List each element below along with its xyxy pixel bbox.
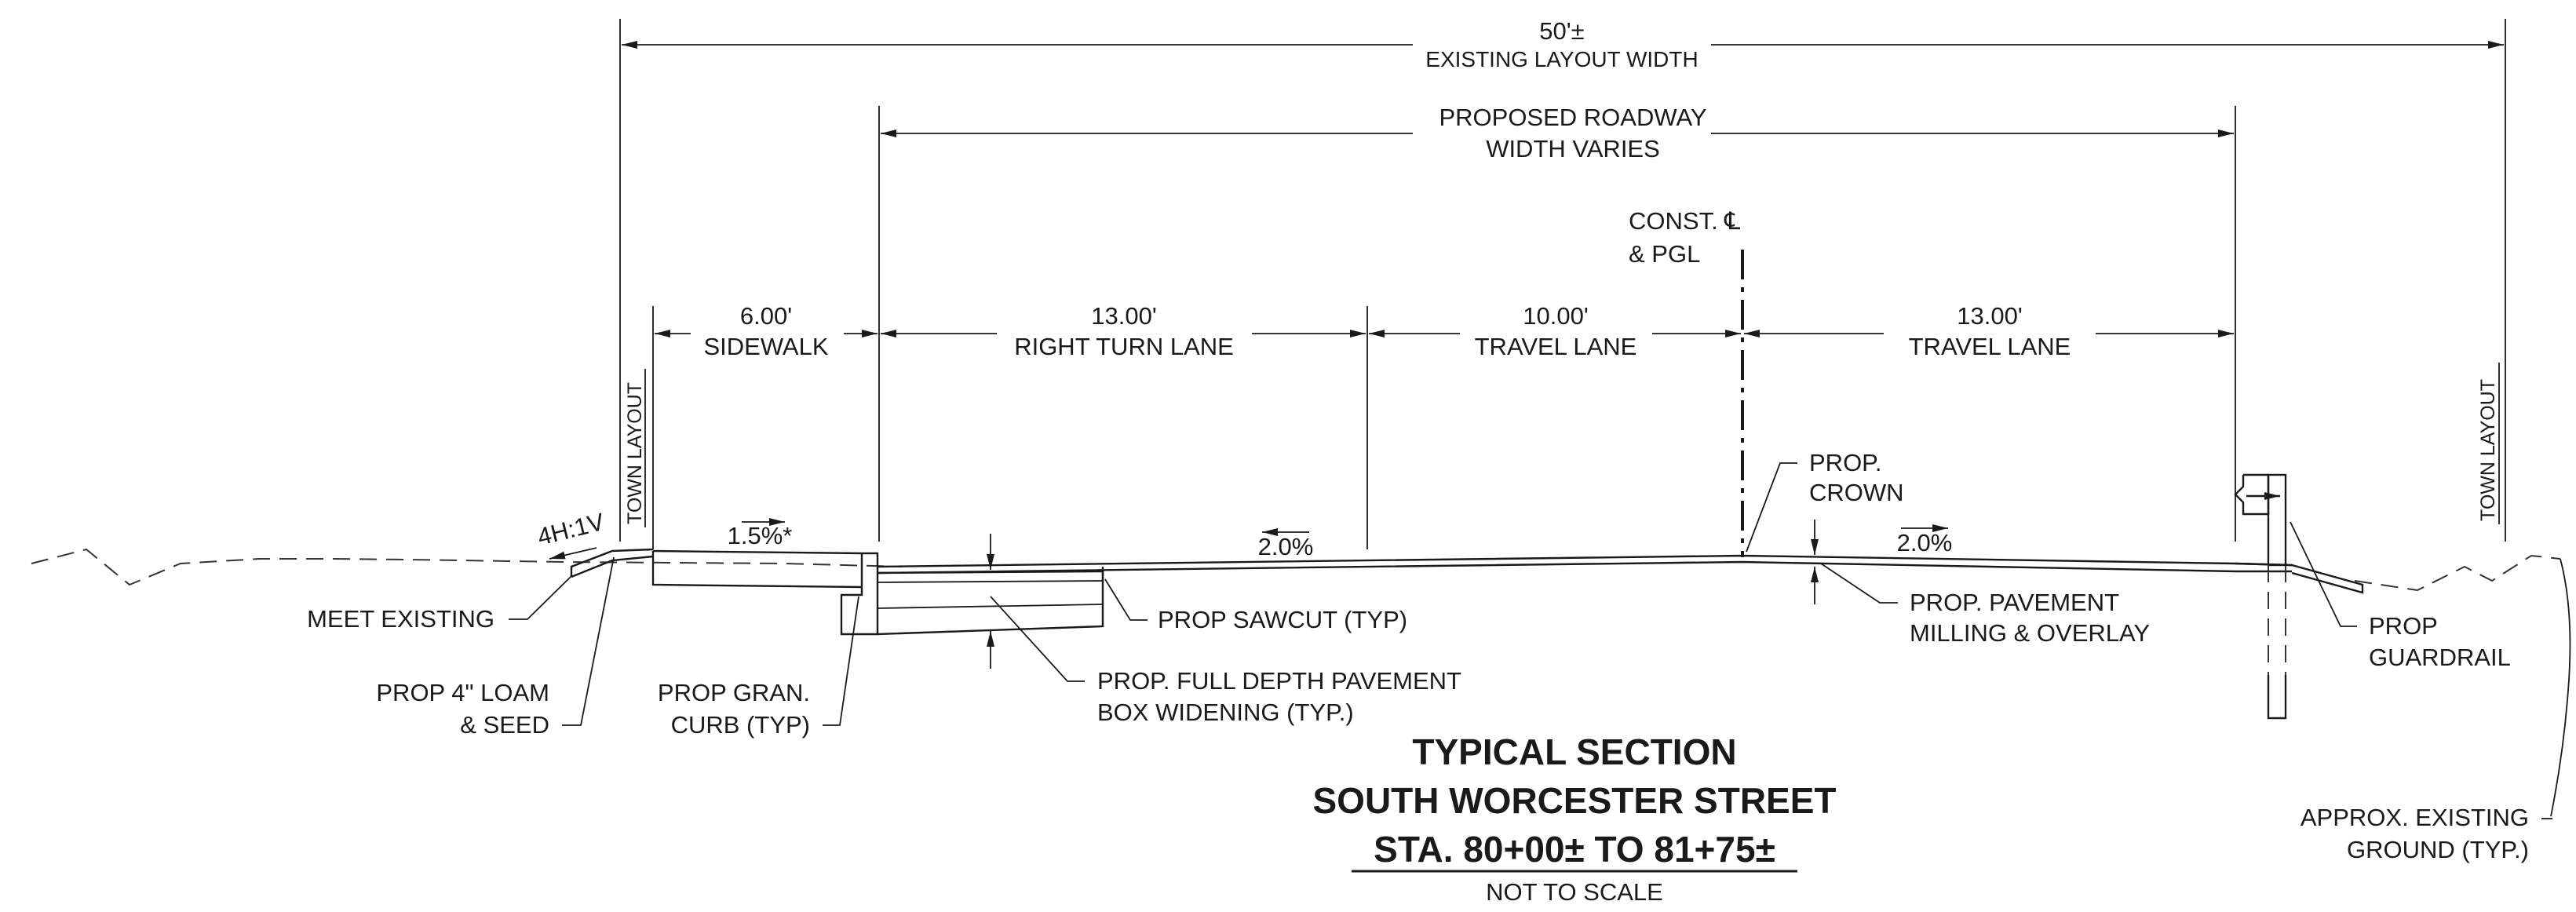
sidewalk-base (651, 551, 863, 589)
centerline-label-line1: CONST. ℄ (1629, 207, 1740, 235)
box-leader (990, 596, 1085, 682)
right-lane-slope-label: 2.0% (1897, 529, 1953, 556)
right-turn-width: 13.00' (1091, 302, 1157, 330)
existing-ground-right (2354, 554, 2561, 592)
roadway-label-line1: PROPOSED ROADWAY (1439, 104, 1706, 131)
travel-lane-1-label: TRAVEL LANE (1475, 333, 1637, 360)
travel-lane-1-width: 10.00' (1523, 302, 1589, 330)
loam-label-line2: & SEED (460, 711, 549, 739)
guardrail-label-line1: PROP (2369, 612, 2438, 640)
town-layout-left: TOWN LAYOUT (624, 382, 646, 524)
milling-label-line1: PROP. PAVEMENT (1910, 589, 2119, 616)
travel-lane-2-width: 13.00' (1957, 302, 2023, 330)
loam-label-line1: PROP 4" LOAM (376, 679, 549, 706)
town-layout-right: TOWN LAYOUT (2477, 379, 2499, 521)
pavement-box-layer2 (877, 604, 1104, 609)
curb-label-line2: CURB (TYP) (671, 711, 810, 739)
right-shoulder-slope (2235, 562, 2364, 594)
existing-ground-left (31, 548, 903, 586)
sidewalk-slope-label: 1.5%* (728, 522, 793, 549)
embankment-slope-label: 4H:1V (535, 508, 607, 551)
meet-existing-leader (509, 575, 572, 620)
milling-leader (1820, 563, 1898, 604)
sidewalk-width: 6.00' (740, 302, 792, 330)
right-turn-label: RIGHT TURN LANE (1014, 333, 1234, 360)
roadway-label-line2: WIDTH VARIES (1486, 135, 1660, 162)
crown-label-line1: PROP. (1809, 449, 1881, 476)
curb-leader (823, 596, 859, 726)
box-label-line2: BOX WIDENING (TYP.) (1097, 699, 1354, 726)
meet-existing-label: MEET EXISTING (307, 605, 494, 633)
embankment-slope (571, 555, 654, 578)
pavement-box-layer1 (877, 580, 1104, 583)
sawcut-leader (1104, 578, 1148, 621)
guardrail-leader (2290, 521, 2357, 627)
ground-label-line1: APPROX. EXISTING (2301, 804, 2529, 831)
guardrail-post-bottom (2267, 675, 2287, 720)
granite-curb (840, 552, 879, 636)
curb-label-line1: PROP GRAN. (658, 679, 810, 706)
pavement-bottom (877, 560, 2292, 575)
crown-label-line2: CROWN (1809, 479, 1904, 506)
sidewalk-label: SIDEWALK (703, 333, 828, 360)
not-to-scale: NOT TO SCALE (1486, 878, 1663, 906)
title-line3: STA. 80+00± TO 81+75± (1374, 829, 1775, 870)
existing-ground-right-curve (2550, 558, 2571, 817)
left-lane-slope-label: 2.0% (1258, 533, 1314, 560)
box-label-line1: PROP. FULL DEPTH PAVEMENT (1097, 667, 1461, 695)
sawcut-label: PROP SAWCUT (TYP) (1158, 606, 1407, 633)
sidewalk-top (652, 549, 863, 555)
title-line1: TYPICAL SECTION (1412, 731, 1736, 772)
embankment-slope-arrow (549, 547, 597, 560)
centerline-label-line2: & PGL (1629, 240, 1700, 268)
guardrail-post-top (2267, 473, 2287, 567)
crown-leader (1746, 462, 1797, 553)
loam-leader (562, 556, 615, 726)
layout-width-label: EXISTING LAYOUT WIDTH (1425, 47, 1698, 71)
guardrail-blockout (2234, 473, 2270, 516)
travel-lane-2-label: TRAVEL LANE (1909, 333, 2071, 360)
milling-label-line2: MILLING & OVERLAY (1910, 619, 2150, 647)
guardrail-label-line2: GUARDRAIL (2369, 644, 2511, 671)
layout-width-value: 50'± (1539, 17, 1584, 45)
pavement-top (877, 554, 2293, 568)
ground-label-line2: GROUND (TYP.) (2347, 836, 2529, 863)
title-line2: SOUTH WORCESTER STREET (1312, 780, 1836, 821)
loam-layer (570, 548, 654, 577)
